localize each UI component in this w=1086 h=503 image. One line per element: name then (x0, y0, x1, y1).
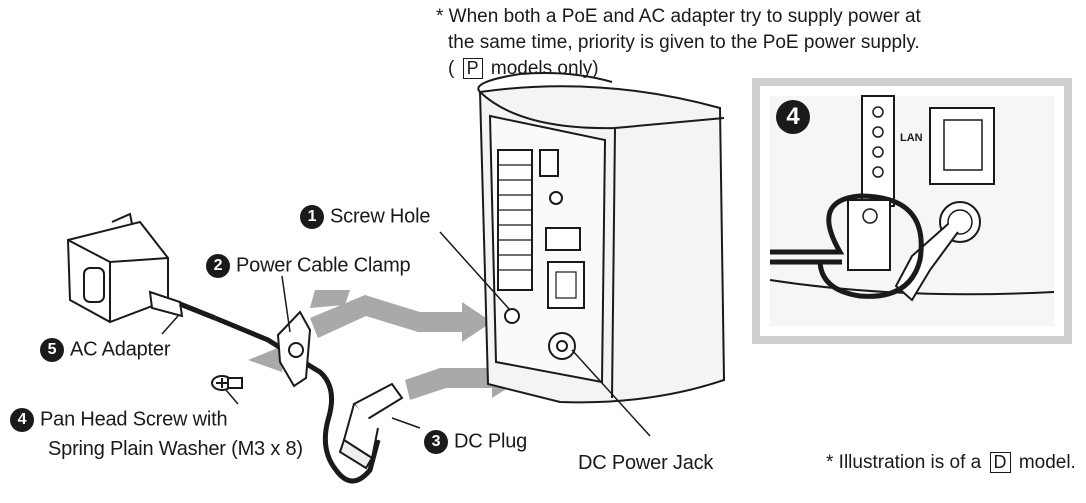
inset-badge: 4 (776, 100, 816, 134)
callout-power-cable-clamp: 2 Power Cable Clamp (206, 254, 411, 278)
callout-number-1: 1 (300, 205, 324, 229)
poe-note-line3: ( P models only) (448, 58, 599, 80)
ac-adapter (66, 212, 216, 324)
illustration-note: * Illustration is of a D model. (826, 452, 1076, 474)
callout-label: AC Adapter (70, 338, 171, 361)
callout-number-3: 3 (424, 430, 448, 454)
callout-dc-plug: 3 DC Plug (424, 430, 527, 454)
callout-label: DC Plug (454, 430, 528, 453)
callout-number-2: 2 (206, 254, 230, 278)
screw-hole (504, 308, 520, 324)
illustration-model-letter: D (989, 452, 1011, 473)
leader-lines (161, 231, 651, 437)
inset-detail (752, 78, 1072, 344)
camera-device (477, 72, 726, 404)
inset-number-4: 4 (776, 100, 810, 134)
illustration-note-prefix: * Illustration is of a (826, 452, 982, 473)
pan-head-screw (211, 375, 243, 391)
callout-pan-head-screw: 4 Pan Head Screw with (10, 408, 228, 432)
poe-note-line2: the same time, priority is given to the … (448, 32, 920, 53)
callout-ac-adapter: 5 AC Adapter (40, 338, 170, 362)
poe-note-line1: * When both a PoE and AC adapter try to … (436, 6, 921, 27)
callout-screw-hole: 1 Screw Hole (300, 205, 430, 229)
dc-power-jack-label: DC Power Jack (578, 452, 714, 474)
callout-label: Screw Hole (330, 205, 431, 228)
callout-label: Power Cable Clamp (236, 254, 411, 277)
poe-model-letter: P (462, 58, 483, 79)
callout-pan-head-screw-line2: Spring Plain Washer (M3 x 8) (48, 438, 303, 460)
callout-number-4: 4 (10, 408, 34, 432)
insertion-arrows (248, 290, 524, 400)
dc-plug (338, 382, 404, 470)
illustration-note-suffix: model. (1018, 452, 1076, 473)
callout-number-5: 5 (40, 338, 64, 362)
callout-label-line1: Pan Head Screw with (40, 408, 228, 431)
power-cable-clamp (276, 310, 312, 388)
inset-lan-label: LAN (900, 132, 923, 144)
poe-note-paren: ( (448, 58, 455, 79)
poe-note-suffix: models only) (490, 58, 599, 79)
